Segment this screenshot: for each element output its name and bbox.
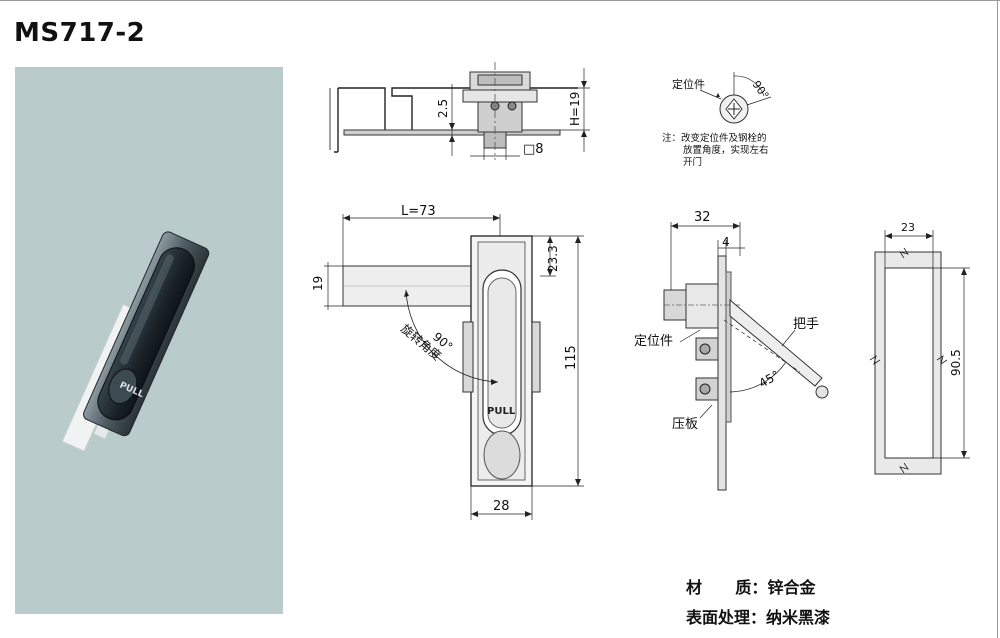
page-title: MS717-2 bbox=[14, 18, 146, 48]
top-section-view bbox=[329, 62, 590, 160]
dim-115-label: 115 bbox=[564, 345, 579, 370]
spec-finish-value: 纳米黑漆 bbox=[766, 608, 831, 627]
side-view bbox=[663, 222, 829, 491]
dim-4-label: 4 bbox=[722, 235, 730, 249]
lock-bezel bbox=[83, 231, 210, 437]
dim-23-3-label: 23.3 bbox=[546, 245, 560, 272]
spec-material-key: 材 质： bbox=[686, 578, 768, 597]
spec-material: 材 质：锌合金 bbox=[686, 574, 815, 598]
handle-label: 把手 bbox=[793, 317, 819, 332]
note-line-1: 注：改变定位件及钢栓的 bbox=[662, 132, 767, 144]
dim-90-5-label: 90.5 bbox=[949, 349, 963, 376]
side-locator-label: 定位件 bbox=[634, 334, 673, 349]
frame-top-border bbox=[0, 0, 1000, 1]
locator-angle-diagram bbox=[699, 72, 772, 124]
spec-finish: 表面处理：纳米黑漆 bbox=[686, 604, 830, 628]
front-button-text: PULL bbox=[487, 406, 516, 417]
dim-square-label: □8 bbox=[523, 142, 544, 157]
front-view bbox=[324, 214, 584, 520]
dim-height-label: H=19 bbox=[568, 92, 582, 126]
locator-label-top: 定位件 bbox=[672, 77, 705, 91]
dim-19-label: 19 bbox=[311, 276, 325, 291]
dim-thickness-label: 2.5 bbox=[436, 99, 450, 118]
dim-23-label: 23 bbox=[901, 221, 915, 234]
product-photo: PULL bbox=[15, 67, 283, 614]
frame-right-border bbox=[997, 0, 998, 638]
dim-32-label: 32 bbox=[694, 210, 711, 225]
note-line-2: 放置角度，实现左右 bbox=[683, 144, 769, 156]
panel-cutout bbox=[869, 230, 970, 475]
spec-material-value: 锌合金 bbox=[767, 578, 816, 597]
product-photo-drawing: PULL bbox=[61, 231, 210, 452]
spec-finish-key: 表面处理： bbox=[686, 608, 767, 627]
plate-label: 压板 bbox=[672, 417, 698, 432]
dim-length-label: L=73 bbox=[401, 204, 436, 219]
note-line-3: 开门 bbox=[683, 156, 702, 168]
dim-28-label: 28 bbox=[493, 499, 510, 514]
